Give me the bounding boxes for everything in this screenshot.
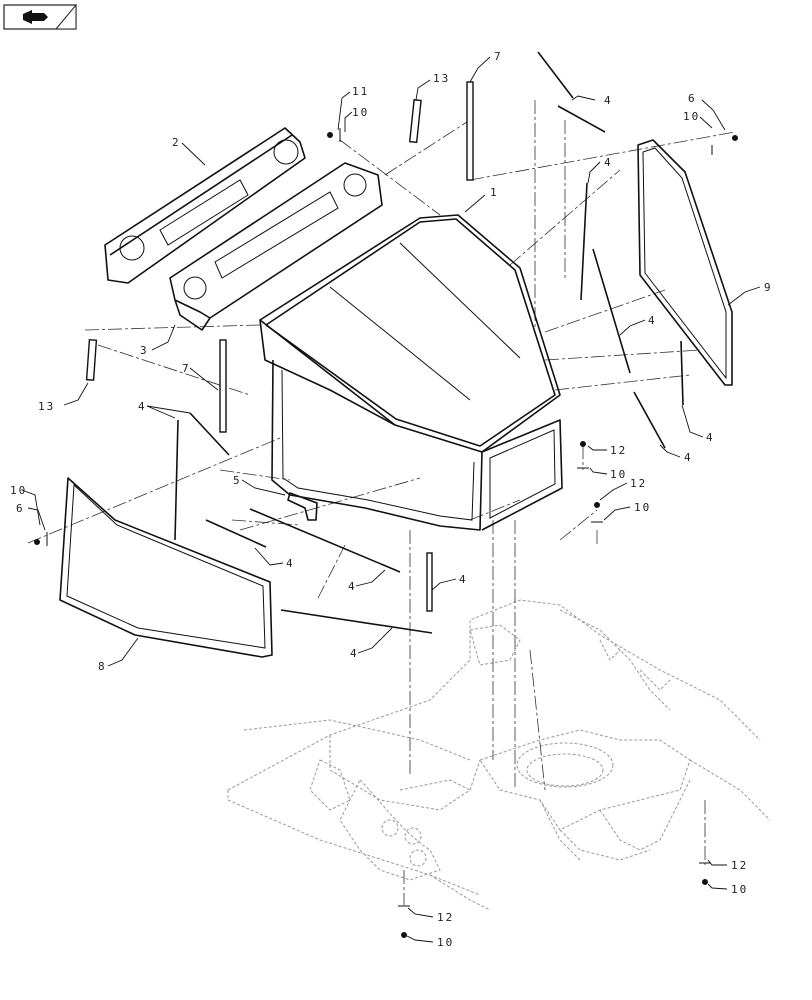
- callout-6-top-right: 6: [688, 92, 697, 105]
- callout-10-right-a: 10: [610, 468, 627, 481]
- callout-2: 2: [172, 136, 181, 149]
- callout-10-top-left: 10: [352, 106, 369, 119]
- callout-13-top: 13: [433, 72, 450, 85]
- part-4-strip-h: [189, 412, 230, 456]
- callout-4-center-a: 4: [348, 580, 357, 593]
- callout-6-left: 6: [16, 502, 25, 515]
- callout-9: 9: [764, 281, 773, 294]
- part-4-strip-i: [205, 519, 267, 548]
- callout-7-left: 7: [182, 362, 191, 375]
- fasteners: [34, 128, 738, 938]
- part-4-strip-g: [174, 419, 179, 541]
- part-13-strip-left: [85, 339, 98, 381]
- callout-8: 8: [98, 660, 107, 673]
- callout-12-right-a: 12: [610, 444, 627, 457]
- callout-4-top-b: 4: [604, 156, 613, 169]
- part-1-cab-shell: [259, 214, 563, 531]
- callout-4-left-b: 4: [286, 557, 295, 570]
- callout-12-right-b: 12: [630, 477, 647, 490]
- part-7-strip-top: [466, 81, 474, 181]
- callout-4-right-b: 4: [706, 431, 715, 444]
- part-4-strip-j: [249, 508, 401, 573]
- callout-13-left: 13: [38, 400, 55, 413]
- callout-10-bottom-right: 10: [731, 883, 748, 896]
- seal-strips: [85, 51, 684, 634]
- callout-12-bottom-right: 12: [731, 859, 748, 872]
- callout-4-center-b: 4: [459, 573, 468, 586]
- callout-10-left: 10: [10, 484, 27, 497]
- part-4-strip-f: [633, 391, 666, 449]
- part-13-strip-top: [408, 99, 422, 144]
- part-4-strip-a: [537, 51, 574, 99]
- part-5-bracket: [287, 492, 318, 521]
- callout-labels: 1 2 3 13 13 11 10 7 4 4 4 4 4 6 10 9 12 …: [10, 50, 773, 949]
- part-3-front-gasket: [169, 162, 383, 331]
- callout-4-right-c: 4: [684, 451, 693, 464]
- part-8-left-window: [59, 477, 273, 658]
- part-4-strip-d: [592, 248, 631, 374]
- callout-10-right-b: 10: [634, 501, 651, 514]
- callout-4-left-a: 4: [138, 400, 147, 413]
- leader-lines: [21, 56, 761, 943]
- callout-4-right-a: 4: [648, 314, 657, 327]
- part-4-strip-k: [280, 609, 433, 634]
- part-4-strip-b: [557, 105, 606, 133]
- part-4-strip-e: [680, 340, 684, 406]
- next-page-icon[interactable]: [23, 3, 77, 30]
- callout-7-top: 7: [494, 50, 503, 63]
- callout-5: 5: [233, 474, 242, 487]
- callout-4-center-c: 4: [350, 647, 359, 660]
- callout-11: 11: [352, 85, 369, 98]
- next-page-button[interactable]: [3, 3, 77, 30]
- callout-1: 1: [490, 186, 499, 199]
- part-7-strip-left: [219, 339, 227, 433]
- callout-10-top-right: 10: [683, 110, 700, 123]
- callout-4-top-a: 4: [604, 94, 613, 107]
- callout-12-bottom: 12: [437, 911, 454, 924]
- part-4-strip-l: [426, 552, 433, 612]
- chassis-frame: [227, 599, 771, 911]
- callout-3: 3: [140, 344, 149, 357]
- callout-10-bottom: 10: [437, 936, 454, 949]
- part-2-front-panel: [104, 127, 306, 284]
- part-4-strip-c: [580, 182, 588, 301]
- part-9-right-window: [637, 139, 733, 386]
